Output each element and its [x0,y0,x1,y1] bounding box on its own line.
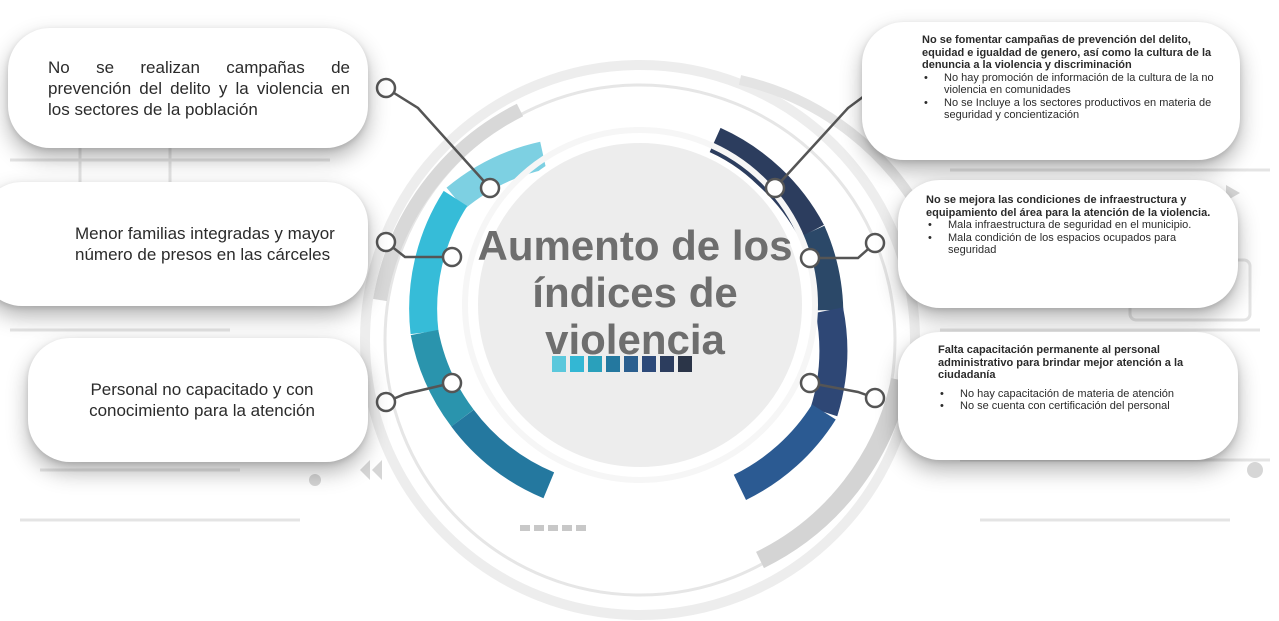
ring-segment-right-3 [810,307,848,417]
right-cause-title: No se fomentar campañas de prevención de… [922,34,1212,71]
color-swatch [570,356,584,372]
connector-node [375,391,397,413]
left-cause-text: No se realizan campañas de prevención de… [48,57,350,119]
ring-segment-right-1 [708,127,824,239]
connector-node [441,372,463,394]
ring-segment-right-4 [733,404,836,500]
color-swatch [606,356,620,372]
right-cause-card-3: Falta capacitación permanente al persona… [898,332,1238,460]
center-title-line: Aumento de los [477,222,793,269]
bullet-item: No hay promoción de información de la cu… [924,72,1220,97]
connector-node [375,231,397,253]
ring-segment-left-3 [410,329,474,427]
left-cause-text: Personal no capacitado y con conocimient… [89,380,315,420]
center-title-line: índices de [532,269,738,316]
right-cause-bullets: Mala infraestructura de seguridad en el … [926,219,1218,257]
bullet-item: No se Incluye a los sectores productivos… [924,97,1220,122]
bullet-item: Mala infraestructura de seguridad en el … [928,219,1218,232]
right-cause-title: No se mejora las condiciones de infraest… [926,194,1211,219]
ring-segment-left-1 [446,141,547,210]
ring-segment-left-2 [409,190,468,335]
color-swatch [678,356,692,372]
connector-node [479,177,501,199]
left-cause-card-1: No se realizan campañas de prevención de… [8,28,368,148]
center-disc [472,137,808,473]
bullet-item: No hay capacitación de materia de atenci… [940,388,1216,401]
center-title-line: violencia [545,316,725,363]
left-cause-card-3: Personal no capacitado y con conocimient… [28,338,368,462]
left-cause-text: Menor familias integradas y mayor número… [75,224,335,264]
center-title: Aumento de los índices de violencia [470,222,800,363]
right-cause-card-2: No se mejora las condiciones de infraest… [898,180,1238,308]
color-swatch [642,356,656,372]
connector-node [375,77,397,99]
right-cause-bullets: No hay promoción de información de la cu… [922,72,1220,122]
color-swatch [552,356,566,372]
right-cause-bullets: No hay capacitación de materia de atenci… [938,388,1216,413]
ring-segment-right-2 [798,225,844,311]
connector-node [441,246,463,268]
color-swatch [660,356,674,372]
bullet-item: Mala condición de los espacios ocupados … [928,232,1218,257]
color-swatch [588,356,602,372]
connector-node [864,232,886,254]
connector-node [864,387,886,409]
left-cause-card-2: Menor familias integradas y mayor número… [0,182,368,306]
connector-node [799,372,821,394]
connector-node [799,247,821,269]
bullet-item: No se cuenta con certificación del perso… [940,400,1216,413]
right-cause-card-1: No se fomentar campañas de prevención de… [862,22,1240,160]
color-swatch-bar [552,356,692,372]
color-swatch [624,356,638,372]
ring-segment-left-4 [451,409,555,499]
right-cause-title: Falta capacitación permanente al persona… [938,344,1184,381]
connector-node [764,177,786,199]
